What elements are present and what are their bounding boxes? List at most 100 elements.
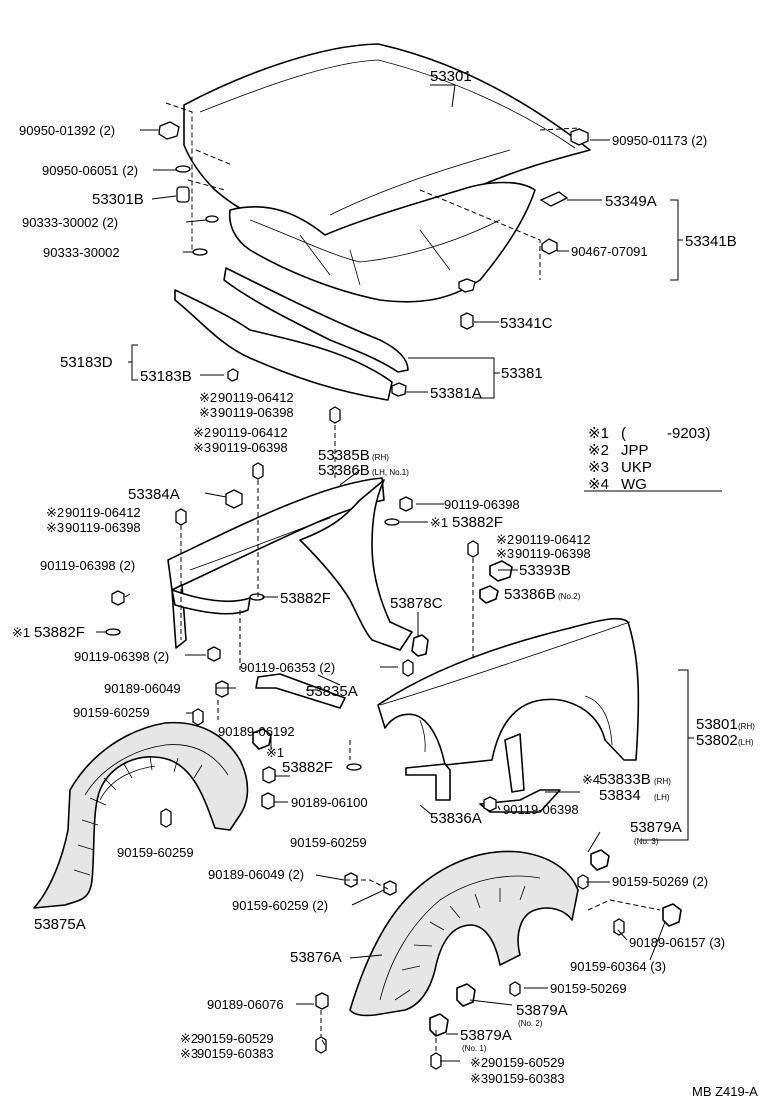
plug-53882f-1-label: 53882F bbox=[452, 514, 503, 531]
screw-90159-60259-b-label: 90159-60259 bbox=[290, 835, 367, 850]
apron-lh-label: 53386B bbox=[318, 462, 370, 479]
screw-90159-60364-label: 90159-60364 (3) bbox=[570, 959, 666, 974]
clip-90189-06076-label: 90189-06076 bbox=[207, 997, 284, 1012]
bracket-53836a-label: 53836A bbox=[430, 810, 482, 827]
hood-plug-r-label: 90950-01173 (2) bbox=[612, 133, 707, 148]
legend-extra-1: -9203) bbox=[667, 425, 710, 442]
clip-53879a-3-suffix: (No. 3) bbox=[634, 837, 659, 846]
bracket-53834-label: 53834 bbox=[599, 787, 641, 804]
bracket-53393b-label: 53393B bbox=[519, 562, 571, 579]
screw-l-mark2: ※2 bbox=[180, 1031, 198, 1046]
clip-90189-06100-label: 90189-06100 bbox=[291, 795, 368, 810]
rear-liner-label: 53876A bbox=[290, 949, 342, 966]
screw-l-mark3: ※3 bbox=[180, 1046, 198, 1061]
front-liner-label: 53875A bbox=[34, 916, 86, 933]
seal-leaders bbox=[128, 344, 500, 399]
fender-leaders bbox=[186, 669, 694, 883]
bracket-53833b-label: 53833B bbox=[599, 771, 651, 788]
bolt-a-2-label: 90119-06412 bbox=[218, 390, 294, 405]
bolt-e-3-label: 90119-06398 bbox=[515, 546, 591, 561]
bolt-i-label: 90119-06398 bbox=[503, 802, 579, 817]
hood-cushion-nut-label: 90950-01392 (2) bbox=[19, 123, 115, 138]
bolt-e-2-label: 90119-06412 bbox=[515, 532, 591, 547]
bolt-e-mark3: ※3 bbox=[496, 546, 514, 561]
clip-53879a-1-suffix: (No. 1) bbox=[462, 1044, 487, 1053]
bolt-d-mark3: ※3 bbox=[46, 520, 64, 535]
bolt-d-mark2: ※2 bbox=[46, 505, 64, 520]
seal-clip-label: 53349A bbox=[605, 193, 657, 210]
front-liner bbox=[33, 721, 249, 909]
screw-l-2-label: 90159-60529 bbox=[197, 1031, 274, 1046]
bracket-53386b-label: 53386B bbox=[504, 586, 556, 603]
apron-rh-label: 53385B bbox=[318, 447, 370, 464]
seal-53381-label: 53381 bbox=[501, 365, 543, 382]
rad-seal-b-label: 53183B bbox=[140, 368, 192, 385]
legend-text-3: UKP bbox=[621, 459, 652, 476]
hood-cushion-label: 53301B bbox=[92, 191, 144, 208]
clip-90189-06049-label: 90189-06049 bbox=[104, 681, 181, 696]
hood-plug-label: 90950-06051 (2) bbox=[42, 163, 138, 178]
seal-c-label: 53341C bbox=[500, 315, 553, 332]
bolt-b-mark2: ※2 bbox=[193, 425, 211, 440]
plug-53882f-4-label: 53882F bbox=[282, 759, 333, 776]
seal-group-label: 53341B bbox=[685, 233, 737, 250]
fender-lh-label: 53802 bbox=[696, 732, 738, 749]
rear-liner-leaders bbox=[296, 874, 666, 1062]
hood-fasteners bbox=[158, 121, 589, 330]
screw-90159-60259-c-label: 90159-60259 bbox=[117, 845, 194, 860]
clip-53879a-1-label: 53879A bbox=[460, 1027, 512, 1044]
legend-mark-2: ※2 bbox=[588, 442, 609, 459]
plug-3-mark: ※1 bbox=[12, 625, 30, 640]
bolt-b-2-label: 90119-06412 bbox=[212, 425, 288, 440]
fender-rh-suffix: (RH) bbox=[738, 722, 755, 731]
bracket-53386b-suffix: (No.2) bbox=[558, 592, 581, 601]
legend-mark-1: ※1 bbox=[588, 425, 609, 442]
screw-90159-60259-label: 90159-60259 bbox=[73, 705, 150, 720]
fender-brackets bbox=[160, 673, 610, 890]
hood-panel bbox=[183, 43, 591, 303]
fender-lh-suffix: (LH) bbox=[738, 738, 754, 747]
screw-90159-50269-label: 90159-50269 bbox=[550, 981, 627, 996]
plug-1-mark: ※1 bbox=[430, 515, 448, 530]
clip-90189-06157-label: 90189-06157 (3) bbox=[629, 935, 725, 950]
bracket-53833b-suffix: (RH) bbox=[654, 777, 671, 786]
apron-rh-suffix: (RH) bbox=[372, 453, 389, 462]
bolt-b-3-label: 90119-06398 bbox=[212, 440, 288, 455]
bolt-f-label: 90119-06398 (2) bbox=[40, 558, 135, 573]
bolt-a-mark3: ※3 bbox=[199, 405, 217, 420]
hood-leaders bbox=[140, 84, 683, 323]
legend-mark-3: ※3 bbox=[588, 459, 609, 476]
plug-53882f-2-label: 53882F bbox=[280, 590, 331, 607]
screw-90159-50269-2-label: 90159-50269 (2) bbox=[612, 874, 708, 889]
apron-fasteners bbox=[105, 406, 513, 677]
rad-seal-label: 53183D bbox=[60, 354, 113, 371]
diagram-code: MB Z419-A bbox=[692, 1084, 758, 1099]
bolt-d-3-label: 90119-06398 bbox=[65, 520, 141, 535]
bolt-d-2-label: 90119-06412 bbox=[65, 505, 141, 520]
clip-1-mark: ※1 bbox=[266, 745, 284, 760]
apron-leaders bbox=[96, 425, 518, 670]
fender-apron bbox=[167, 477, 413, 651]
screw-l-3-label: 90159-60383 bbox=[197, 1046, 274, 1061]
bracket-53835a-label: 53835A bbox=[306, 683, 358, 700]
rear-liner bbox=[315, 850, 682, 1070]
bolt-a-mark2: ※2 bbox=[199, 390, 217, 405]
legend-text-1: ( bbox=[621, 425, 626, 442]
bolt-b-mark3: ※3 bbox=[193, 440, 211, 455]
bracket-4-mark: ※4 bbox=[582, 772, 600, 787]
legend-mark-4: ※4 bbox=[588, 476, 609, 493]
screw-r-mark3: ※3 bbox=[470, 1071, 488, 1086]
clip-53879a-2-label: 53879A bbox=[516, 1002, 568, 1019]
labels: 53301 90950-01392 (2) 90950-06051 (2) 53… bbox=[12, 68, 758, 1099]
legend-text-2: JPP bbox=[621, 442, 649, 459]
apron-lh-suffix: (LH, No.1) bbox=[372, 468, 409, 477]
bolt-h-label: 90119-06353 (2) bbox=[240, 660, 335, 675]
clip-53879a-2-suffix: (No. 2) bbox=[518, 1019, 543, 1028]
bolt-g-label: 90119-06398 (2) bbox=[74, 649, 169, 664]
screw-r-3-label: 90159-60383 bbox=[488, 1071, 565, 1086]
screw-r-2-label: 90159-60529 bbox=[488, 1055, 565, 1070]
clip-53879a-3-label: 53879A bbox=[630, 819, 682, 836]
screw-90159-60259-d-label: 90159-60259 (2) bbox=[232, 898, 328, 913]
liner-clip-53878c-label: 53878C bbox=[390, 595, 443, 612]
